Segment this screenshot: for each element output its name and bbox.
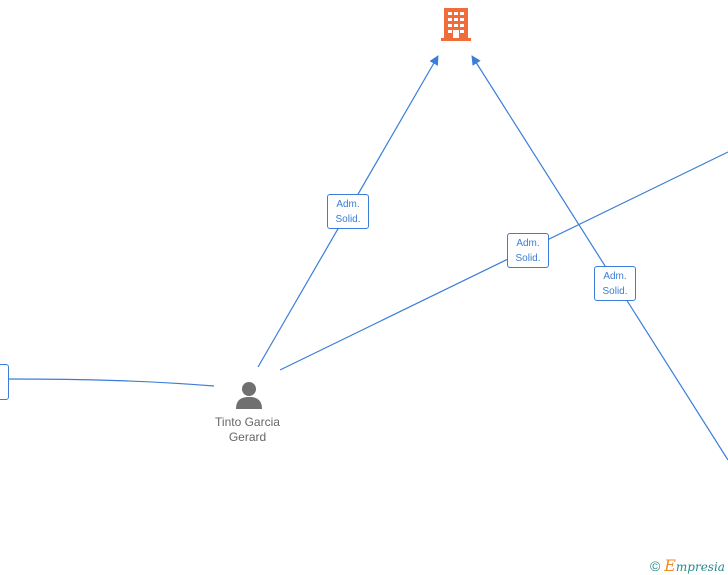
edge-label-line1: Adm. (336, 199, 360, 210)
edge-label-adm-solid[interactable]: Adm. Solid. (594, 266, 636, 301)
edge-person-to-right (279, 151, 728, 371)
edge-label-line1: Adm. (603, 271, 627, 282)
copyright-footer: © Empresia (650, 556, 725, 575)
building-icon[interactable] (441, 8, 471, 41)
person-name[interactable]: Tinto Garcia Gerard (200, 415, 295, 445)
person-name-line1: Tinto Garcia (215, 415, 280, 429)
copyright-symbol: © (650, 558, 661, 574)
edge-left-to-person (6, 378, 215, 387)
brand-logo-initial: E (664, 556, 676, 575)
offscreen-node-stub[interactable] (0, 364, 9, 400)
edge-label-adm-solid[interactable]: Adm. Solid. (507, 233, 549, 268)
edge-label-line2: Solid. (335, 214, 361, 225)
person-name-line2: Gerard (228, 430, 267, 444)
brand-logo-text: mpresia (675, 560, 725, 574)
edge-right-to-company (471, 55, 728, 461)
edge-label-adm-solid[interactable]: Adm. Solid. (327, 194, 369, 229)
edge-label-line2: Solid. (602, 286, 628, 297)
edge-label-line1: Adm. (516, 238, 540, 249)
person-icon[interactable] (236, 382, 262, 409)
edge-label-line2: Solid. (515, 253, 541, 264)
